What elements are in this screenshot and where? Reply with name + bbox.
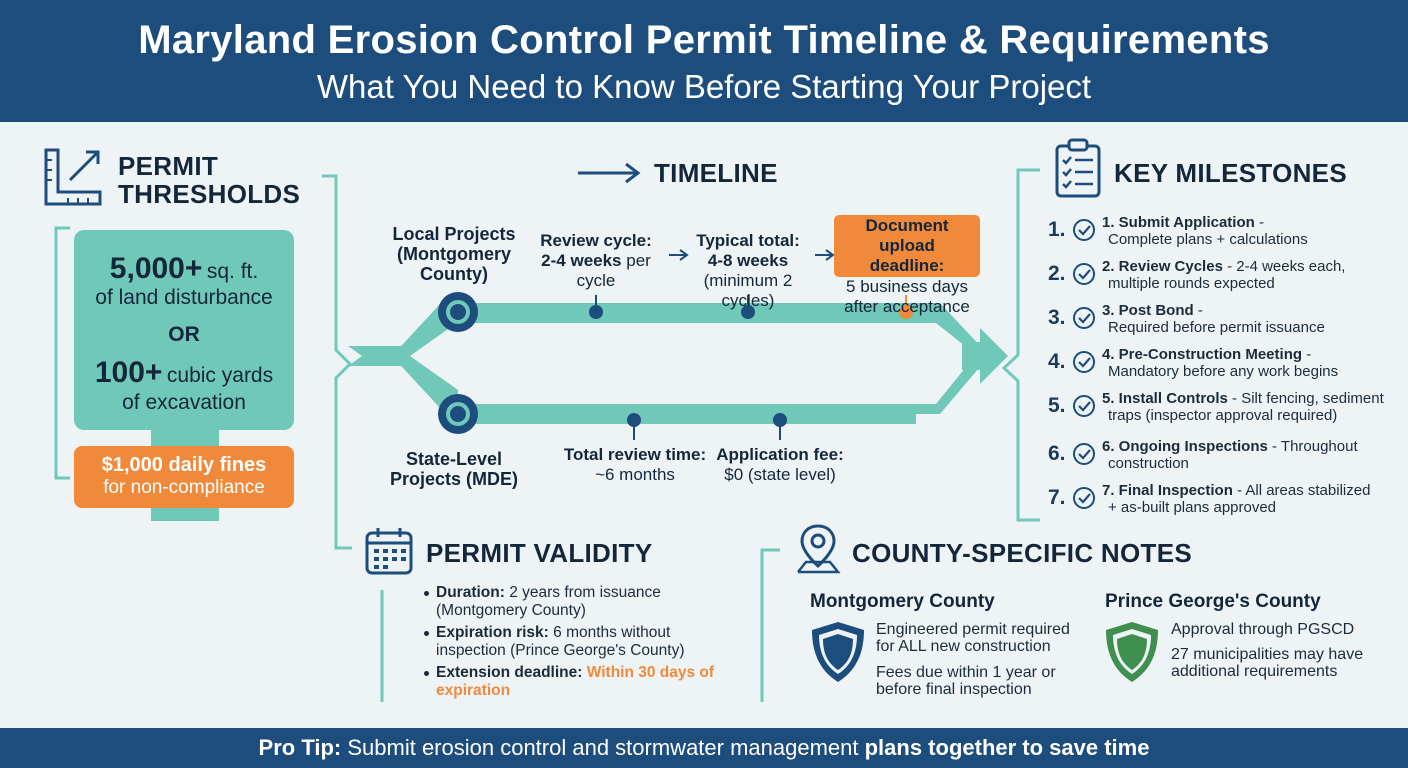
ruler-square-icon — [44, 148, 102, 206]
milestone-item: 2. 2. Review Cycles - 2-4 weeks each,mult… — [1048, 258, 1398, 302]
validity-duration: Duration: 2 years from issuance (Montgom… — [424, 584, 734, 620]
montgomery-note-1: Engineered permit required for ALL new c… — [876, 621, 1070, 655]
volume-threshold-desc: of excavation — [122, 391, 246, 414]
milestone-item: 3. 3. Post Bond -Required before permit i… — [1048, 302, 1398, 346]
area-threshold-desc: of land disturbance — [95, 286, 273, 309]
prince-georges-note-1: Approval through PGSCD — [1171, 621, 1355, 638]
milestone-text: 5. Install Controls - Silt fencing, sedi… — [1102, 390, 1384, 424]
milestone-text: 3. Post Bond -Required before permit iss… — [1102, 302, 1325, 336]
validity-extension: Extension deadline: Within 30 days of ex… — [424, 664, 734, 700]
checklist-icon — [1055, 138, 1101, 198]
milestone-text: 1. Submit Application -Complete plans + … — [1102, 214, 1308, 248]
milestones-title: KEY MILESTONES — [1114, 158, 1347, 188]
check-circle-icon — [1073, 395, 1095, 417]
validity-expiration: Expiration risk: 6 months without inspec… — [424, 624, 734, 660]
thresholds-title: PERMIT THRESHOLDS — [118, 151, 301, 209]
pro-tip-banner: Pro Tip: Submit erosion control and stor… — [0, 728, 1408, 768]
prince-georges-note-2: 27 municipalities may have additional re… — [1171, 646, 1364, 680]
shield-icon — [1106, 622, 1158, 682]
timeline-track — [348, 292, 1008, 440]
local-projects-label: Local Projects (Montgomery County) — [392, 224, 516, 284]
shield-icon — [812, 622, 864, 682]
milestone-text: 4. Pre-Construction Meeting -Mandatory b… — [1102, 346, 1339, 380]
check-circle-icon — [1073, 219, 1095, 241]
milestone-item: 1. 1. Submit Application -Complete plans … — [1048, 214, 1398, 258]
check-circle-icon — [1073, 443, 1095, 465]
county-title: COUNTY-SPECIFIC NOTES — [852, 538, 1192, 568]
application-fee-label: Application fee: $0 (state level) — [716, 445, 844, 484]
montgomery-note-2: Fees due within 1 year or before final i… — [876, 664, 1056, 698]
validity-list: Duration: 2 years from issuance (Montgom… — [424, 584, 734, 704]
milestone-item: 7. 7. Final Inspection - All areas stabil… — [1048, 482, 1398, 526]
total-review-label: Total review time: ~6 months — [563, 445, 707, 484]
check-circle-icon — [1073, 351, 1095, 373]
header-banner: Maryland Erosion Control Permit Timeline… — [0, 0, 1408, 122]
review-cycle-label: Review cycle: 2-4 weeks per cycle — [540, 231, 652, 290]
check-circle-icon — [1073, 263, 1095, 285]
calendar-icon — [365, 528, 413, 575]
map-pin-icon — [797, 524, 841, 574]
milestone-number: 5. — [1048, 394, 1066, 417]
arrow-right-icon — [669, 249, 689, 261]
volume-threshold: 100+ cubic yards — [94, 356, 274, 389]
milestone-number: 4. — [1048, 350, 1066, 373]
milestone-item: 5. 5. Install Controls - Silt fencing, se… — [1048, 390, 1398, 434]
milestone-number: 3. — [1048, 306, 1066, 329]
milestone-item: 4. 4. Pre-Construction Meeting -Mandatory… — [1048, 346, 1398, 390]
arrow-right-icon — [815, 249, 835, 261]
page-subtitle: What You Need to Know Before Starting Yo… — [316, 68, 1092, 105]
area-threshold: 5,000+ sq. ft. — [109, 252, 259, 285]
state-projects-label: State-Level Projects (MDE) — [389, 449, 519, 489]
milestone-text: 7. Final Inspection - All areas stabiliz… — [1102, 482, 1371, 516]
threshold-card — [74, 230, 294, 430]
arrow-right-icon — [578, 162, 641, 184]
validity-title: PERMIT VALIDITY — [426, 538, 653, 568]
page-title: Maryland Erosion Control Permit Timeline… — [138, 18, 1270, 62]
timeline-title: TIMELINE — [654, 158, 778, 188]
or-label: OR — [168, 323, 200, 346]
montgomery-county-name: Montgomery County — [810, 591, 995, 612]
prince-georges-county-name: Prince George's County — [1105, 591, 1321, 612]
milestone-number: 1. — [1048, 218, 1066, 241]
milestone-number: 7. — [1048, 486, 1066, 509]
milestone-number: 6. — [1048, 442, 1066, 465]
typical-total-label: Typical total: 4-8 weeks (minimum 2 cycl… — [696, 231, 800, 310]
check-circle-icon — [1073, 307, 1095, 329]
milestone-number: 2. — [1048, 262, 1066, 285]
fine-badge: $1,000 daily fines for non-compliance — [74, 446, 294, 508]
check-circle-icon — [1073, 487, 1095, 509]
milestone-text: 2. Review Cycles - 2-4 weeks each,multip… — [1102, 258, 1346, 292]
